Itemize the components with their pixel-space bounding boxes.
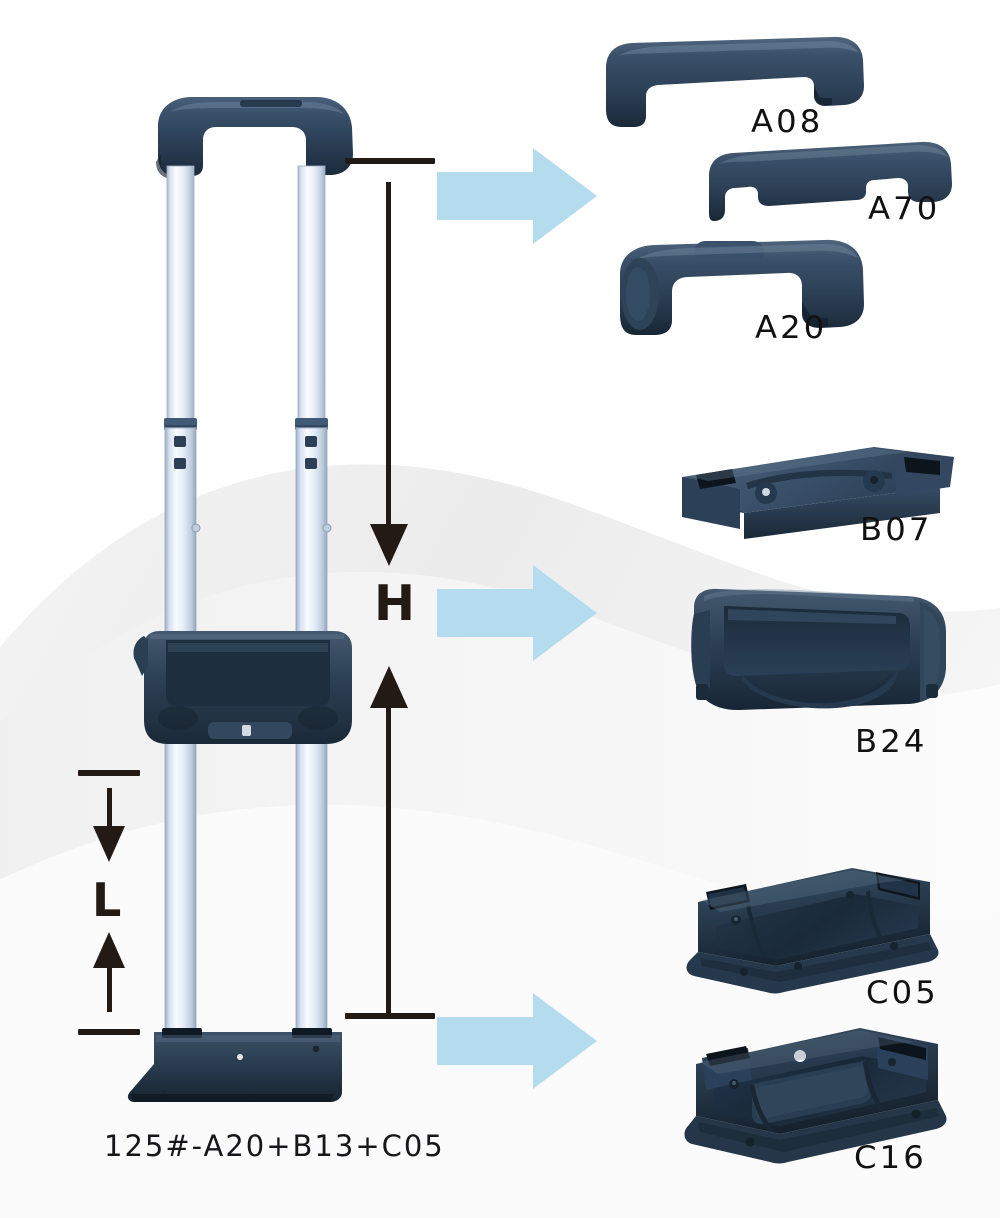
assembly-handle [156,97,353,179]
part-a70 [709,141,952,221]
dim-h-bottom-tick [345,1013,435,1019]
arrow-to-handles-icon [437,148,597,244]
dim-l-upper-line [107,788,112,830]
dim-h-label: H [374,575,416,632]
part-a08 [606,36,864,127]
dim-l-arrowhead-up [93,932,125,968]
dim-l-top-tick [78,770,140,776]
dim-h-arrowhead-down [370,524,408,566]
assembly-base [127,1028,342,1102]
part-label-c05: C05 [866,975,939,1011]
dim-l-lower-line [107,966,112,1012]
dim-l-arrowhead-down [93,826,125,862]
part-label-a08: A08 [751,104,824,140]
dim-h-upper-line [386,182,391,532]
part-label-a70: A70 [868,191,941,227]
part-label-b07: B07 [860,512,933,548]
arrow-to-bases-icon [437,993,597,1089]
model-caption: 125#-A20+B13+C05 [104,1129,445,1163]
arrow-to-brackets-icon [437,565,597,661]
part-b24 [691,588,946,711]
assembly-tube-right [295,165,332,1039]
part-label-a20: A20 [755,310,828,346]
part-label-b24: B24 [855,724,928,760]
dim-h-arrowhead-up [370,666,408,708]
dim-h-lower-line [386,706,391,1016]
dim-l-bottom-tick [78,1029,140,1035]
dim-l-label: L [92,873,122,927]
dim-h-top-tick [345,158,435,164]
trolley-handle-assembly [127,97,353,1102]
part-a20 [620,239,864,335]
assembly-mid-bracket [133,631,352,744]
part-label-c16: C16 [854,1140,927,1176]
assembly-tube-left [164,165,201,1039]
